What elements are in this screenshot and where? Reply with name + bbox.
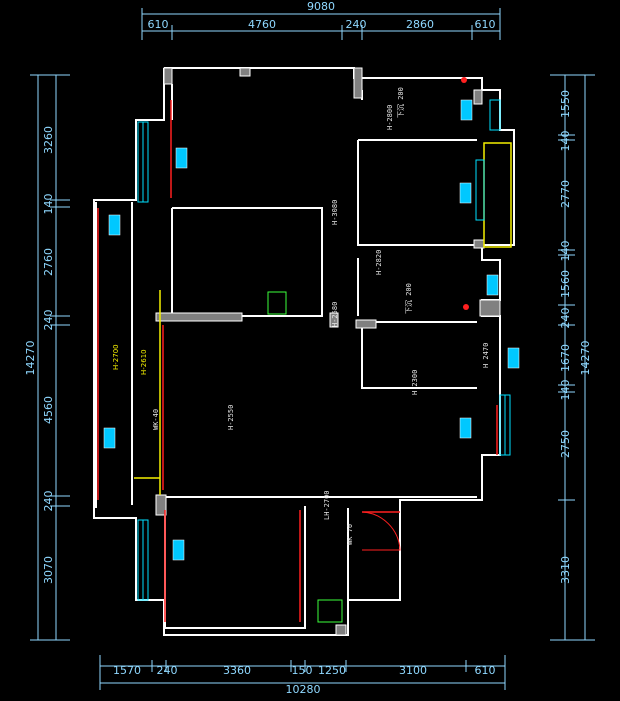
fixtures [267,291,343,623]
dim-bottom-7: 610 [475,664,496,677]
note-h2470: H 2470 [482,343,490,368]
wall-blocks [155,67,501,636]
left-dimension-texts: 14270 3260 140 2760 240 4560 240 3070 [24,126,55,584]
dim-left-total: 14270 [24,341,37,376]
dim-bottom-total: 10280 [286,683,321,696]
dim-right-4: 140 [559,241,572,262]
dim-top-total: 9080 [307,0,335,13]
note-h2610: H-2610 [140,349,148,375]
drain-points [461,77,469,310]
dim-bottom-1: 1570 [113,664,141,677]
dim-right-1: 1550 [559,90,572,118]
dim-right-8: 140 [559,380,572,401]
ac-icon [172,539,185,561]
note-h2550: H-2550 [227,405,235,430]
dim-right-9: 2750 [559,430,572,458]
ac-icon [507,347,520,369]
note-h2580: H-2580 [331,302,339,327]
dim-left-4: 240 [42,310,55,331]
note-h3080: H-3080 [331,200,339,225]
red-partitions [97,100,498,622]
walls [93,67,515,636]
dim-left-6: 240 [42,491,55,512]
dim-right-7: 1670 [559,344,572,372]
ac-icon [460,99,473,121]
ac-icon [459,417,472,439]
dim-right-6: 240 [559,308,572,329]
dimension-lines [30,8,595,690]
dim-right-5: 1560 [559,270,572,298]
right-dimension-texts: 1550 140 2770 140 1560 240 1670 140 2750… [559,90,592,584]
dim-bottom-3: 3360 [223,664,251,677]
dim-top-5: 610 [475,18,496,31]
windows [137,99,511,601]
note-wk40: WK-40 [152,409,160,430]
dim-top-2: 4760 [248,18,276,31]
dim-left-1: 3260 [42,126,55,154]
dim-right-total: 14270 [579,341,592,376]
note-h2820: H-2820 [375,250,383,275]
dim-left-2: 140 [42,194,55,215]
dim-bottom-6: 3100 [399,664,427,677]
ac-units [103,99,520,561]
ac-icon [175,147,188,169]
dim-right-2: 140 [559,131,572,152]
dim-bottom-5: 1250 [318,664,346,677]
dim-top-4: 2860 [406,18,434,31]
dim-bottom-4: 150 [292,664,313,677]
dim-right-10: 3310 [559,556,572,584]
note-h2800: H-2800 [386,105,394,130]
dim-right-3: 2770 [559,180,572,208]
note-h2700: H-2700 [112,344,120,370]
note-sink-top: 下沉 200 [397,87,405,118]
dim-left-5: 4560 [42,396,55,424]
note-h2300: H 2300 [411,370,419,395]
ac-icon [486,274,499,296]
dim-bottom-2: 240 [157,664,178,677]
entrance-door-arc [361,511,401,551]
ac-icon [103,427,116,449]
note-wk70: WK 70 [346,524,354,545]
dim-left-7: 3070 [42,556,55,584]
dim-top-1: 610 [148,18,169,31]
ac-icon [108,214,121,236]
dim-left-3: 2760 [42,248,55,276]
dim-top-3: 240 [346,18,367,31]
note-sink-bath: 下沉 200 [405,283,413,314]
ac-icon [459,182,472,204]
note-lh2700: LH-2700 [323,490,331,520]
